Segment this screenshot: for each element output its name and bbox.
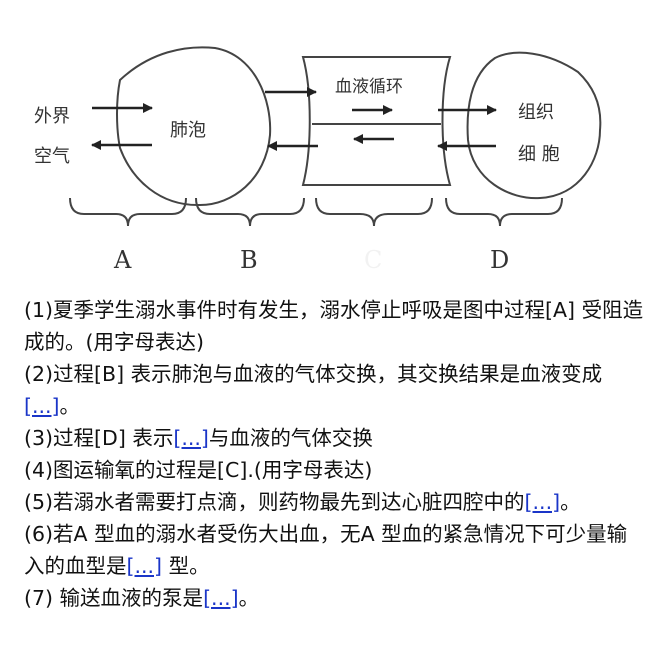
label-tissue-2: 细 胞 [518,144,560,165]
question-text: (5)若溺水者需要打点滴，则药物最先到达心脏四腔中的 [24,490,525,514]
label-tissue-1: 组织 [518,102,554,123]
question-1: (1)夏季学生溺水事件时有发生，溺水停止呼吸是图中过程[A] 受阻造成的。(用字… [24,294,644,358]
question-3: (3)过程[D] 表示[...]与血液的气体交换 [24,422,644,454]
question-4: (4)图运输氧的过程是[C].(用字母表达) [24,454,644,486]
question-text: 。 [59,394,81,418]
stage-label-a: A [113,246,132,274]
question-2: (2)过程[B] 表示肺泡与血液的气体交换，其交换结果是血液变成 [...]。 [24,358,644,422]
answer-blank-link[interactable]: [...] [126,554,163,578]
brace-c [315,197,433,227]
question-text: 。 [238,586,260,610]
respiration-diagram: 外界 空气 肺泡 血液循环 组织 细 胞 A B C D [34,46,602,274]
answer-blank-link[interactable]: [...] [524,490,561,514]
brace-d [445,197,563,227]
question-text: 与血液的气体交换 [208,426,373,450]
answer-blank-link[interactable]: [...] [173,426,209,450]
answer-blank-link[interactable]: [...] [24,394,60,418]
label-alveoli: 肺泡 [170,120,206,141]
question-text: (6)若A 型血的溺水者受伤大出血，无A 型血的紧急情况下可少量输入的血型是 [24,522,628,578]
question-list: (1)夏季学生溺水事件时有发生，溺水停止呼吸是图中过程[A] 受阻造成的。(用字… [24,294,644,614]
brace-b [195,197,305,227]
blood-vessel-shape [301,56,452,186]
label-outside-air-2: 空气 [34,146,70,167]
question-7: (7) 输送血液的泵是[...]。 [24,582,644,614]
stage-label-b: B [240,246,258,274]
answer-blank-link[interactable]: [...] [203,586,239,610]
question-text: 型。 [162,554,210,578]
question-text: (1)夏季学生溺水事件时有发生，溺水停止呼吸是图中过程[A] 受阻造成的。(用字… [24,298,644,354]
brace-a [69,197,187,227]
tissue-cell-shape [466,51,602,200]
question-5: (5)若溺水者需要打点滴，则药物最先到达心脏四腔中的[...]。 [24,486,644,518]
label-outside-air-1: 外界 [34,106,70,127]
question-text: 。 [560,490,581,514]
question-6: (6)若A 型血的溺水者受伤大出血，无A 型血的紧急情况下可少量输入的血型是[.… [24,518,644,582]
stage-label-d: D [490,246,509,274]
question-text: (3)过程[D] 表示 [24,426,174,450]
stage-label-c: C [364,246,382,274]
alveolus-shape [116,46,272,207]
question-text: (4)图运输氧的过程是[C].(用字母表达) [24,458,373,482]
question-text: (2)过程[B] 表示肺泡与血液的气体交换，其交换结果是血液变成 [24,362,603,386]
label-blood-circulation: 血液循环 [335,77,403,97]
question-text: (7) 输送血液的泵是 [24,586,204,610]
